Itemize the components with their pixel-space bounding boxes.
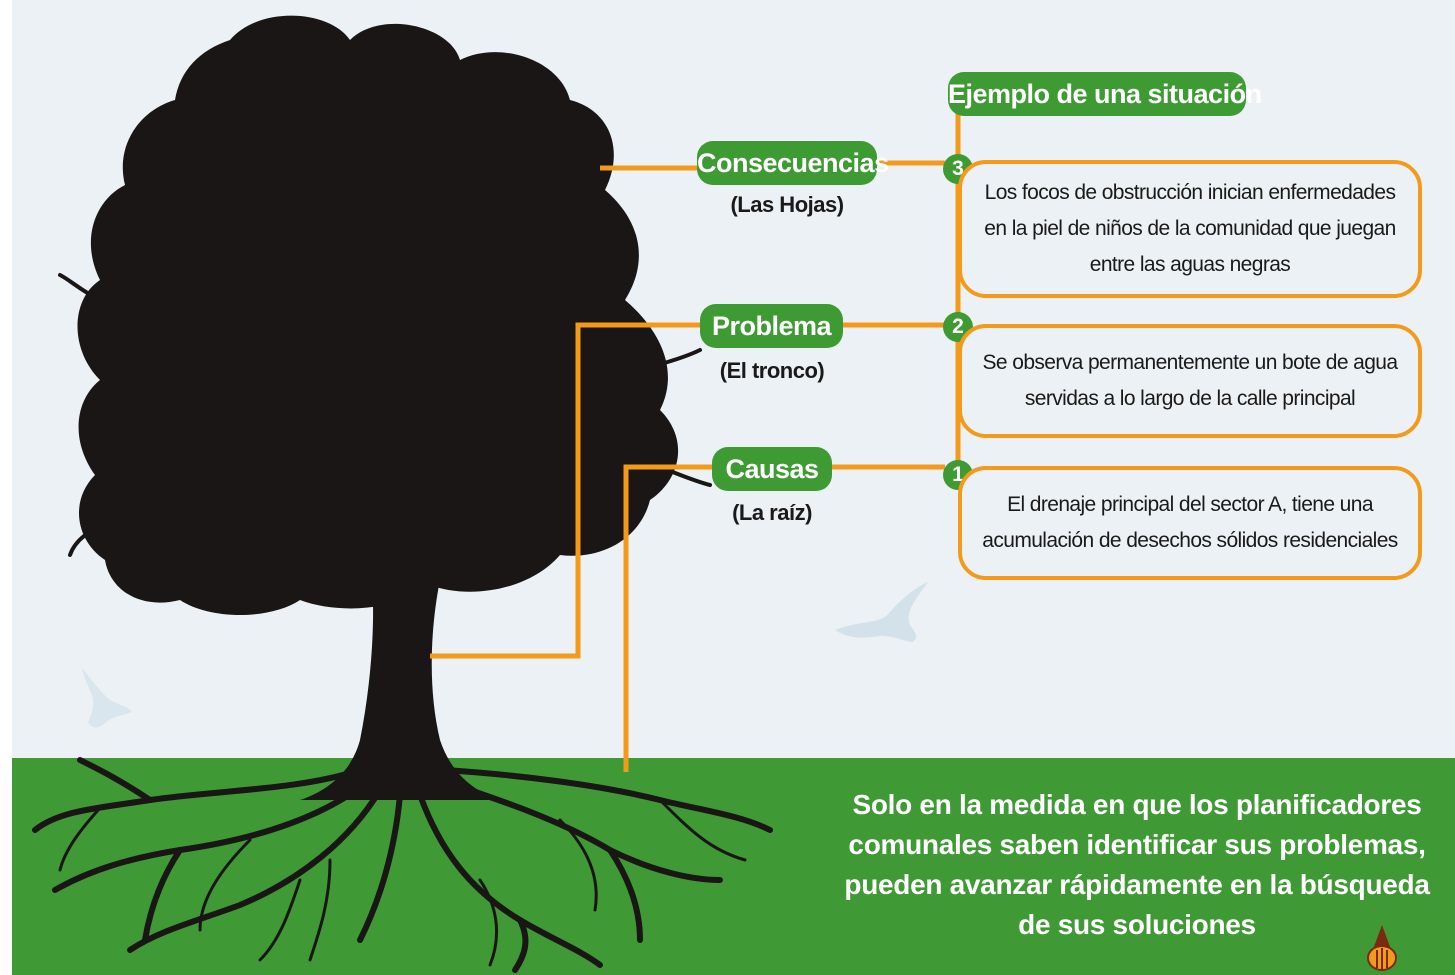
logo-mark [1367,925,1397,971]
cause-example-box: El drenaje principal del sector A, tiene… [958,466,1422,580]
bird-silhouette [82,668,132,728]
consequence-example-text: Los focos de obstrucción inician enferme… [984,181,1396,276]
footer-statement: Solo en la medida en que los planificado… [844,789,1430,940]
consequence-example-box: Los focos de obstrucción inician enferme… [958,160,1422,298]
problem-sublabel: (El tronco) [719,358,825,383]
example-heading: Ejemplo de una situación [948,72,1262,116]
bird-silhouette [835,582,928,642]
tree-illustration [32,15,773,973]
problem-example-box: Se observa permanentemente un bote de ag… [958,324,1422,438]
cause-example-text: El drenaje principal del sector A, tiene… [982,493,1398,552]
ground-background [12,758,1455,975]
causes-sublabel: (La raíz) [732,500,812,525]
consequences-sublabel: (Las Hojas) [730,192,844,217]
problem-label: Problema [700,304,843,348]
causes-label: Causas [712,447,832,491]
problem-example-text: Se observa permanentemente un bote de ag… [982,351,1399,410]
consequences-label: Consecuencias [697,141,889,185]
